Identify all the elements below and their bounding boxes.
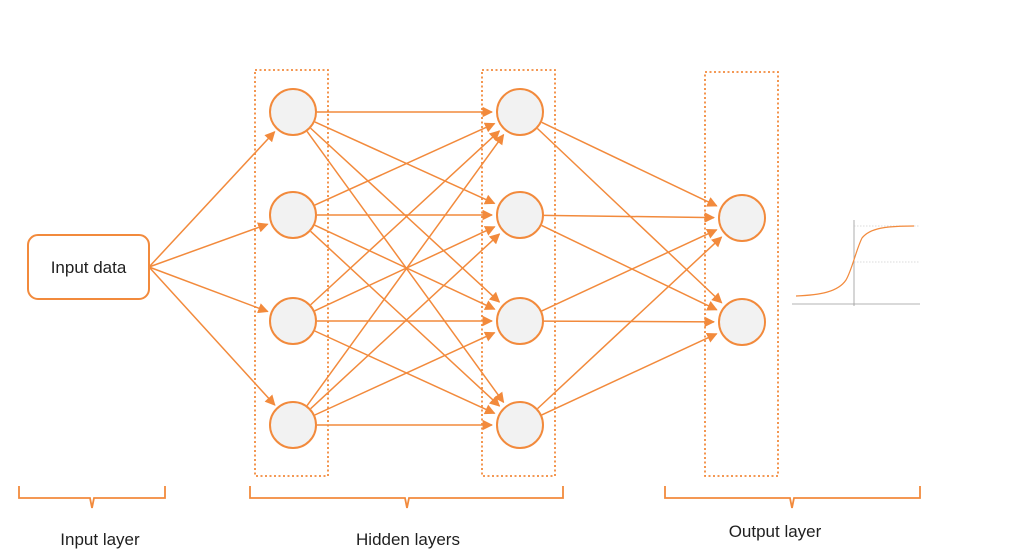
hidden-layers-label: Hidden layers — [356, 530, 460, 549]
hidden-layer-1-node-2 — [269, 191, 317, 239]
edge-hidden-layer-1-2-to-hidden-layer-2-4 — [310, 230, 501, 407]
edge-input-to-h1-1 — [148, 131, 276, 268]
hidden-layer-2-node-3 — [496, 297, 544, 345]
edge-hidden-layer-1-2-to-hidden-layer-2-1 — [314, 122, 496, 206]
sigmoid-curve — [795, 225, 915, 297]
edge-hidden-layer-1-3-to-hidden-layer-2-2 — [314, 226, 496, 312]
hidden-layer-1-node-3 — [269, 297, 317, 345]
hidden-layer-1-node-1 — [269, 88, 317, 136]
edge-hidden-layer-1-4-to-hidden-layer-2-2 — [310, 233, 501, 410]
edge-hidden-layer-2-2-to-output-layer-2 — [541, 224, 718, 311]
edge-hidden-layer-2-2-to-output-layer-1 — [543, 212, 716, 223]
input-data-box — [27, 234, 150, 300]
edge-input-to-h1-2 — [148, 222, 269, 268]
edge-hidden-layer-1-3-to-hidden-layer-2-1 — [310, 130, 501, 306]
edge-hidden-layer-2-4-to-output-layer-2 — [541, 332, 718, 416]
edge-hidden-layer-1-4-to-hidden-layer-2-1 — [306, 133, 505, 407]
output-layer-node-1 — [718, 194, 766, 242]
output-layer-box — [704, 71, 779, 477]
hidden-layers-brace — [249, 486, 564, 509]
input-layer-brace — [18, 486, 166, 509]
hidden-layer-2-node-1 — [496, 88, 544, 136]
neurons — [269, 88, 766, 449]
edge-hidden-layer-1-2-to-hidden-layer-2-3 — [314, 224, 496, 310]
hidden-layer-1-box — [254, 69, 329, 477]
input-layer-label: Input layer — [60, 530, 140, 549]
edge-hidden-layer-2-1-to-output-layer-1 — [541, 121, 718, 207]
hidden-layer-1-node-4 — [269, 401, 317, 449]
input-node: Input data — [27, 234, 150, 300]
output-layer-node-2 — [718, 298, 766, 346]
output-layer-label: Output layer — [729, 522, 822, 541]
edge-hidden-layer-2-3-to-output-layer-1 — [541, 228, 718, 312]
edge-hidden-layer-2-4-to-output-layer-1 — [537, 236, 723, 410]
edge-input-to-h1-4 — [148, 266, 276, 406]
hidden-layer-2-node-4 — [496, 401, 544, 449]
edge-hidden-layer-2-1-to-output-layer-2 — [536, 127, 723, 304]
edge-hidden-layer-1-1-to-hidden-layer-2-2 — [314, 121, 496, 205]
output-layer-brace — [664, 486, 921, 509]
sigmoid-activation-icon — [792, 220, 920, 306]
edge-input-to-h1-3 — [148, 266, 269, 314]
connections — [148, 106, 723, 431]
edge-hidden-layer-2-3-to-output-layer-2 — [543, 316, 716, 328]
hidden-layer-2-box — [481, 69, 556, 477]
hidden-layer-2-node-2 — [496, 191, 544, 239]
edge-hidden-layer-1-4-to-hidden-layer-2-3 — [314, 331, 496, 416]
edge-hidden-layer-1-3-to-hidden-layer-2-4 — [314, 330, 496, 415]
input-data-label: Input data — [51, 258, 127, 277]
